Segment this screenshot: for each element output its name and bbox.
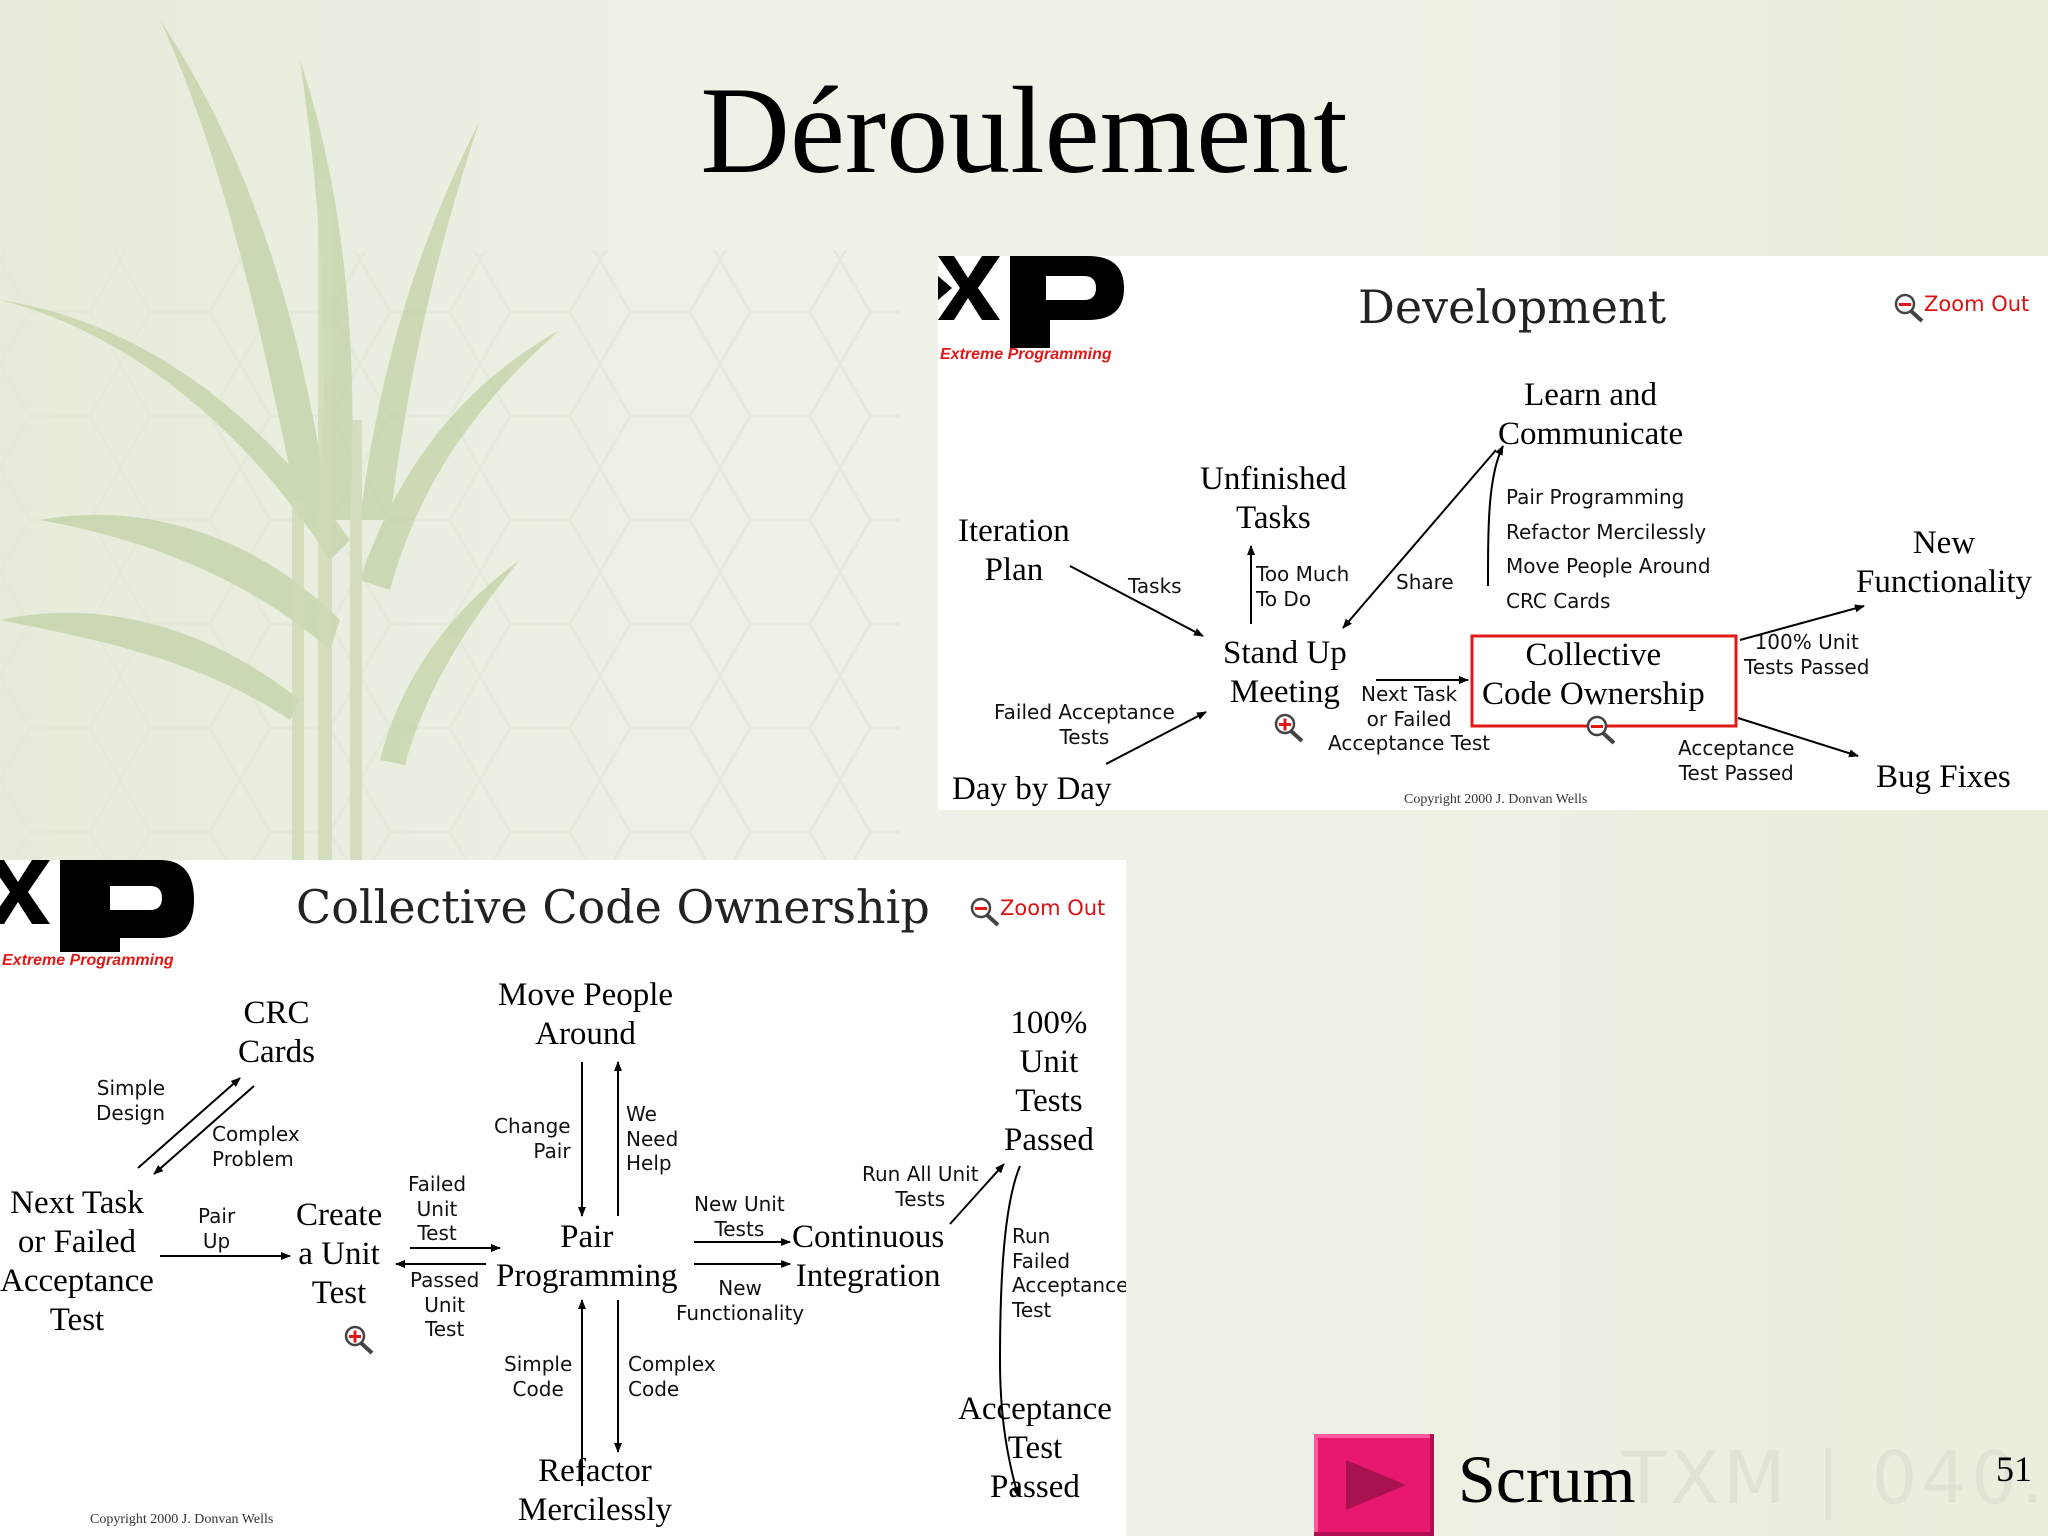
magnifier-icon [1894, 293, 1924, 323]
zoom-out-label: Zoom Out [1924, 292, 2030, 316]
slide-title: Déroulement [700, 62, 1348, 199]
xp-logo [0, 860, 200, 957]
label-simple-design: Simple Design [96, 1076, 166, 1125]
node-crc-cards: CRC Cards [238, 995, 315, 1070]
label-tasks: Tasks [1128, 574, 1182, 598]
label-share: Share [1396, 570, 1454, 594]
development-copyright: Copyright 2000 J. Donvan Wells [1404, 792, 1588, 807]
development-arrows [1069, 445, 1865, 765]
node-stand-up-meeting: Stand Up Meeting [1223, 635, 1347, 710]
play-icon [1346, 1460, 1406, 1510]
label-failed-unit-test: Failed Unit Test [408, 1172, 467, 1246]
label-too-much-to-do: Too Much To Do [1256, 562, 1350, 611]
node-refactor-mercilessly: Refactor Mercilessly [518, 1453, 672, 1528]
collective-arrows [137, 1061, 1021, 1497]
collective-title: Collective Code Ownership [296, 880, 930, 934]
page-number: 51 [1996, 1449, 2032, 1489]
label-run-failed-acceptance-test: Run Failed Acceptance Test [1012, 1224, 1126, 1322]
node-acceptance-test-passed: Acceptance Test Passed [958, 1391, 1112, 1505]
node-day-by-day: Day by Day [952, 771, 1112, 807]
node-next-task-or-failed-acceptance-test: Next Task or Failed Acceptance Test [0, 1185, 154, 1338]
collective-code-ownership-panel: Extreme Programming Collective Code Owne… [0, 860, 1126, 1536]
collective-copyright: Copyright 2000 J. Donvan Wells [90, 1512, 274, 1527]
label-new-unit-tests: New Unit Tests [694, 1192, 785, 1241]
development-panel: Extreme Programming Development Zoom Out… [938, 256, 2048, 810]
xp-logo-subtitle: Extreme Programming [2, 952, 174, 969]
node-new-functionality: New Functionality [1856, 525, 2032, 600]
magnifier-icon [970, 897, 1000, 927]
label-failed-acceptance-tests: Failed Acceptance Tests [994, 700, 1175, 749]
xp-logo-subtitle: Extreme Programming [940, 346, 1112, 363]
label-complex-problem: Complex Problem [212, 1122, 300, 1171]
development-title: Development [1358, 280, 1667, 334]
label-practices: Pair Programming Refactor Mercilessly Mo… [1506, 485, 1711, 613]
label-pair-up: Pair Up [198, 1204, 236, 1253]
scrum-button[interactable] [1314, 1434, 1434, 1536]
node-continuous-integration: Continuous Integration [792, 1219, 945, 1294]
node-pair-programming: Pair Programming [496, 1219, 678, 1294]
node-bug-fixes: Bug Fixes [1876, 759, 2011, 795]
label-simple-code: Simple Code [504, 1352, 573, 1401]
node-learn-and-communicate: Learn and Communicate [1498, 377, 1684, 452]
magnifier-icon[interactable] [342, 1324, 376, 1356]
magnifier-icon[interactable] [1272, 712, 1306, 744]
magnifier-icon[interactable] [1584, 714, 1618, 746]
label-change-pair: Change Pair [494, 1114, 571, 1163]
label-run-all-unit-tests: Run All Unit Tests [862, 1162, 979, 1211]
node-create-a-unit-test: Create a Unit Test [296, 1197, 383, 1311]
label-acceptance-test-passed: Acceptance Test Passed [1678, 736, 1795, 785]
watermark-text: TXM | 040. U [1622, 1436, 2048, 1520]
label-unit-tests-passed: 100% Unit Tests Passed [1744, 630, 1870, 679]
label-passed-unit-test: Passed Unit Test [410, 1268, 480, 1342]
node-100-unit-tests-passed: 100% Unit Tests Passed [1004, 1005, 1094, 1158]
xp-logo [938, 256, 1138, 353]
scrum-button-label[interactable]: Scrum [1458, 1441, 1636, 1517]
zoom-out-label: Zoom Out [1000, 896, 1106, 920]
label-complex-code: Complex Code [628, 1352, 716, 1401]
node-unfinished-tasks: Unfinished Tasks [1200, 461, 1347, 536]
label-new-functionality: New Functionality [676, 1276, 805, 1325]
node-iteration-plan: Iteration Plan [958, 513, 1070, 588]
label-next-task: Next Task or Failed Acceptance Test [1328, 682, 1491, 756]
node-collective-code-ownership[interactable]: Collective Code Ownership [1482, 637, 1705, 712]
label-we-need-help: We Need Help [626, 1102, 679, 1176]
node-move-people-around: Move People Around [498, 977, 674, 1052]
